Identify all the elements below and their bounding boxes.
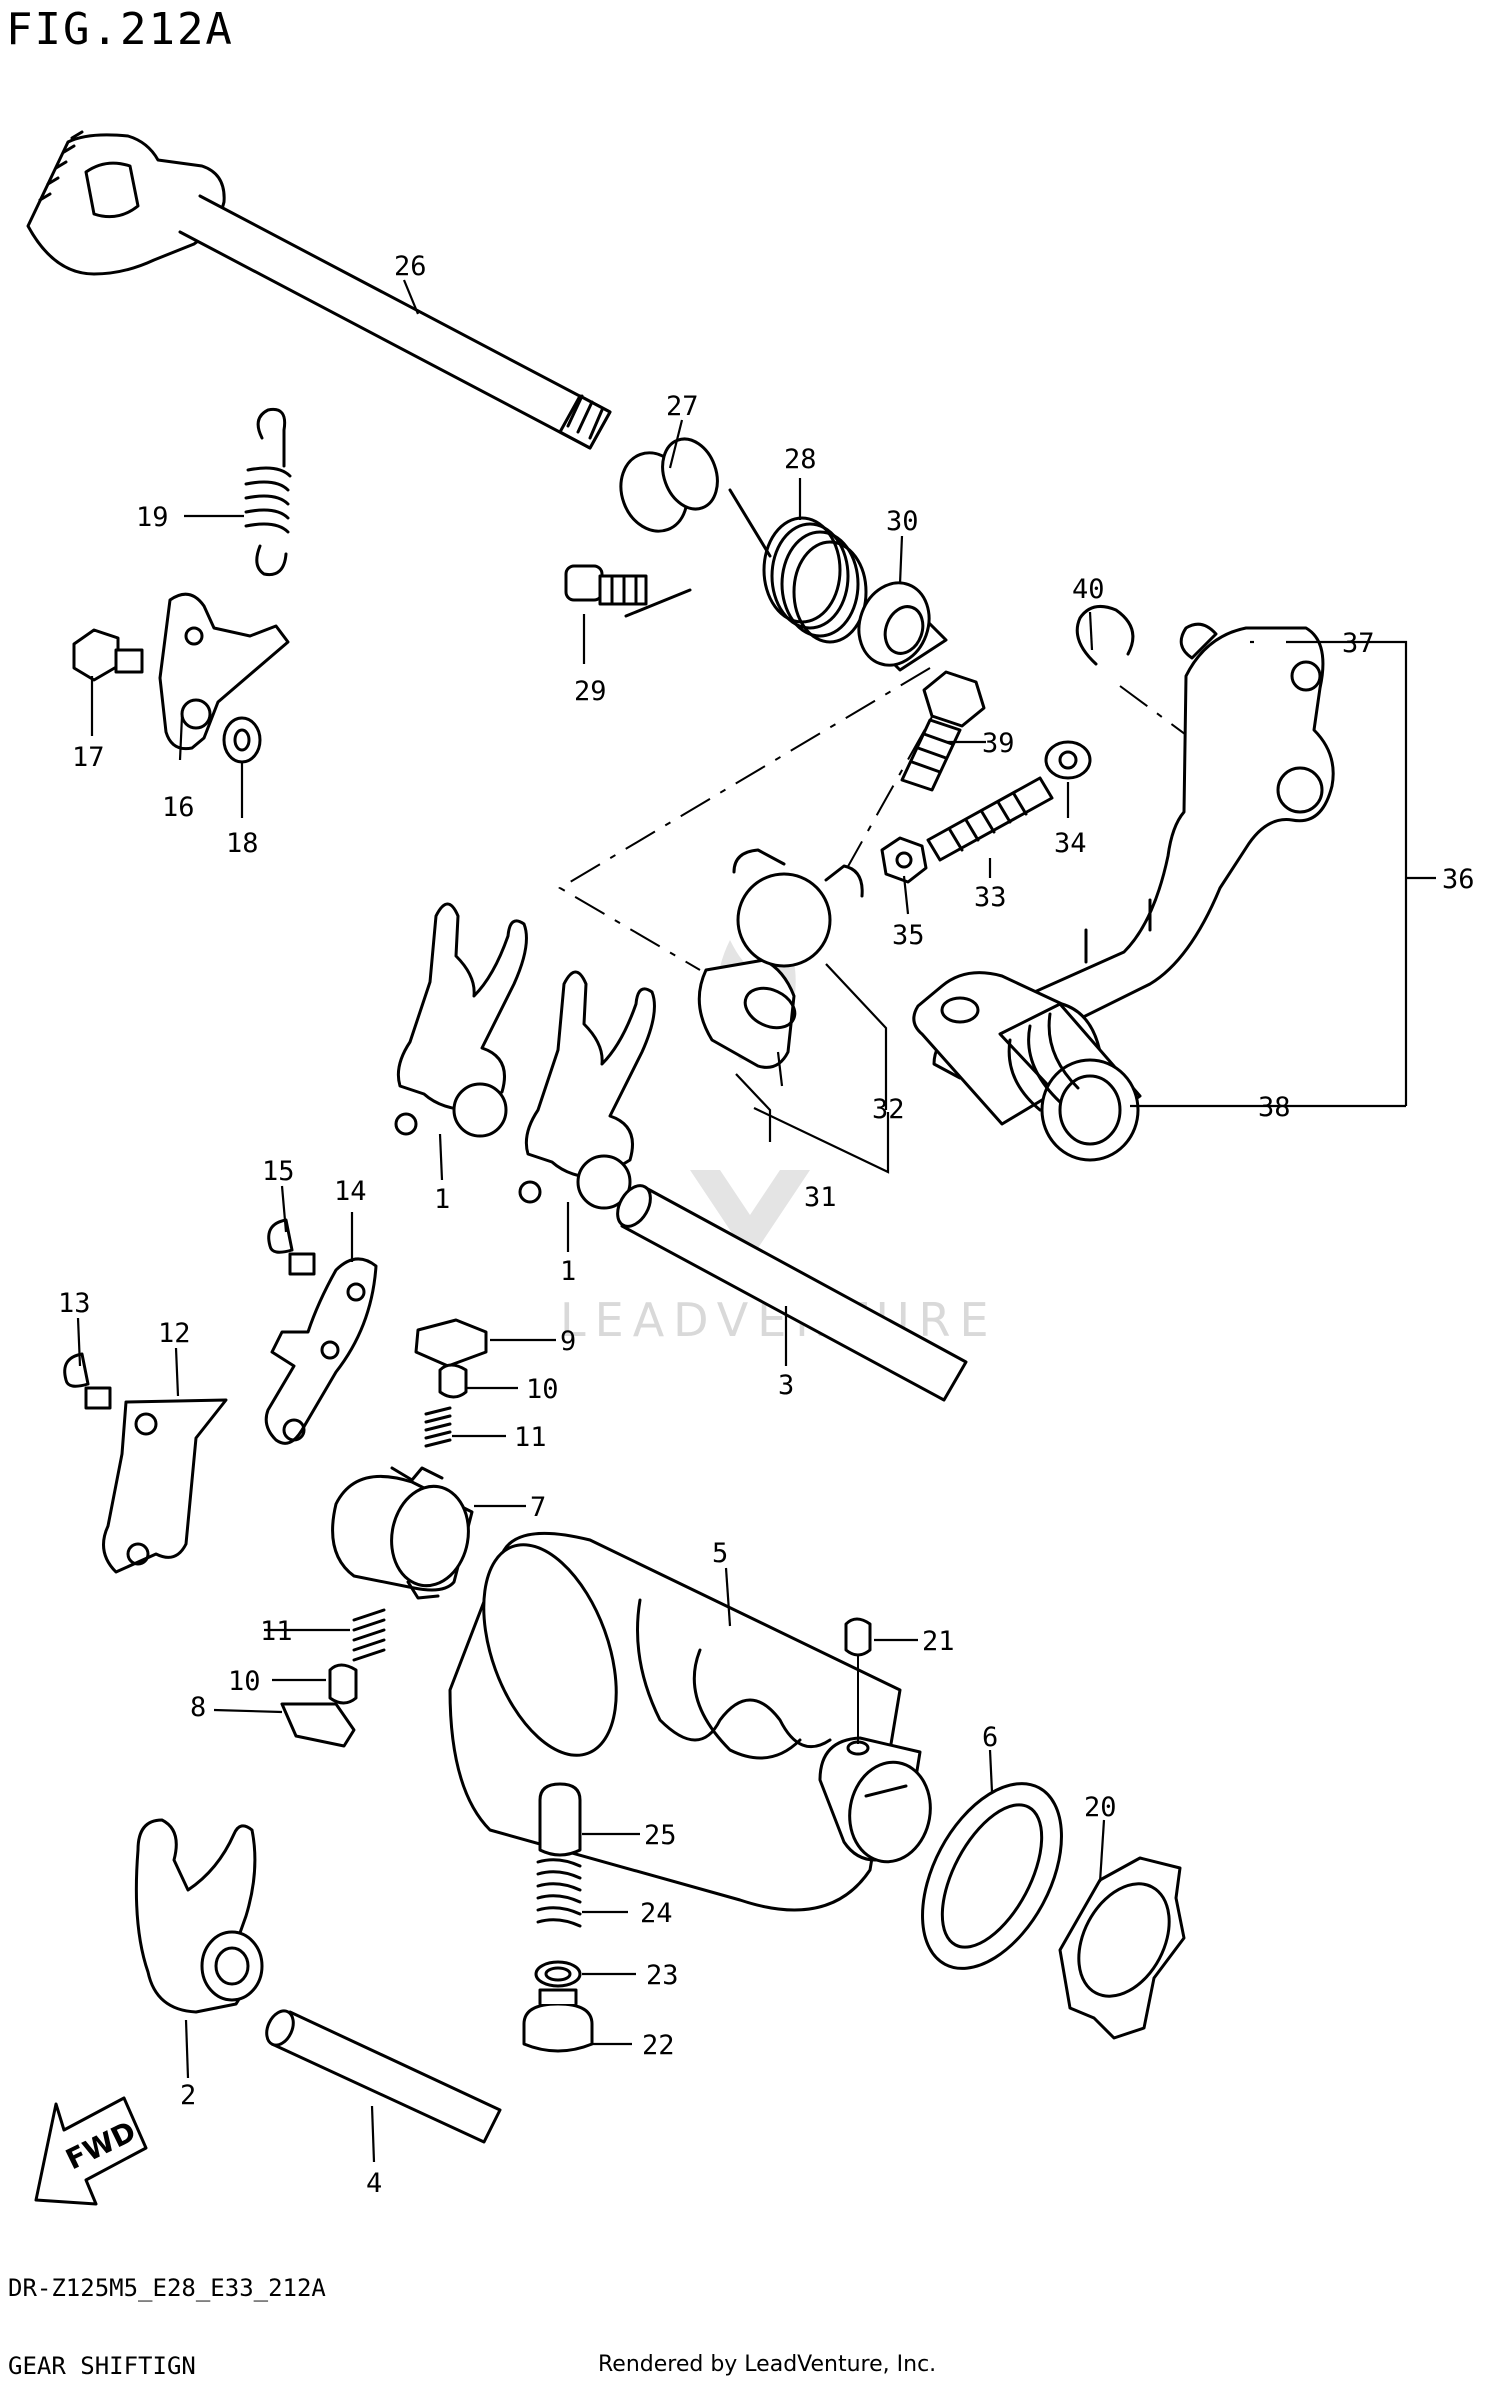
part-13-screw[interactable] [63,1352,112,1410]
part-28-return-spring[interactable] [624,488,868,644]
figure-title: FIG.212A [6,4,234,55]
callout-26: 26 [394,251,427,282]
callout-1a: 1 [434,1184,450,1215]
callout-31: 31 [804,1182,837,1213]
callout-13: 13 [58,1288,91,1319]
part-10-pin-upper[interactable] [438,1363,468,1399]
callout-18: 18 [226,828,259,859]
callout-29: 29 [574,676,607,707]
callout-20: 20 [1084,1792,1117,1823]
callout-30: 30 [886,506,919,537]
part-31-arm[interactable] [697,958,801,1069]
callout-35: 35 [892,920,925,951]
part-26-gearshift-shaft[interactable] [26,130,612,450]
part-11-spring-upper[interactable] [424,1406,452,1448]
part-32-ball-joint[interactable] [732,848,864,968]
callout-22: 22 [642,2030,675,2061]
part-24-spring[interactable] [536,1858,582,1928]
callout-1b: 1 [560,1256,576,1287]
part-20-cam-plate[interactable] [1058,1856,1187,2040]
callout-11b: 11 [260,1616,293,1647]
callout-39: 39 [982,728,1015,759]
part-4-fork-shaft[interactable] [262,2007,502,2144]
part-39-bolt[interactable] [900,670,986,792]
callout-12: 12 [158,1318,191,1349]
callout-17: 17 [72,742,105,773]
fwd-arrow: FWD [34,2096,148,2206]
part-16-plate[interactable] [158,592,290,751]
part-12-bracket[interactable] [102,1398,228,1574]
callout-40: 40 [1072,574,1105,605]
callout-6: 6 [982,1722,998,1753]
part-3-fork-shaft[interactable] [611,1180,968,1402]
part-1-shift-fork-lower[interactable] [518,970,656,1210]
part-6-washer[interactable] [894,1760,1090,1991]
part-10-pin-lower[interactable] [328,1663,358,1705]
part-30-bushing[interactable] [848,573,948,675]
callout-23: 23 [646,1960,679,1991]
callout-11a: 11 [514,1422,547,1453]
part-2-shift-fork[interactable] [134,1818,264,2014]
callout-8: 8 [190,1692,206,1723]
part-23-washer[interactable] [534,1960,582,1988]
part-35-nut[interactable] [880,836,928,884]
callout-4: 4 [366,2168,382,2199]
part-27-bushing[interactable] [610,431,726,540]
part-36-gearshift-lever[interactable] [932,622,1335,1080]
part-7-cam[interactable] [331,1466,477,1600]
callout-5: 5 [712,1538,728,1569]
part-8-pin[interactable] [280,1702,356,1748]
callout-16: 16 [162,792,195,823]
callout-33: 33 [974,882,1007,913]
part-5-gearshift-cam[interactable] [448,1527,938,1912]
section-name: GEAR SHIFTIGN [8,2352,196,2380]
rendered-by-credit: Rendered by LeadVenture, Inc. [598,2352,937,2377]
callout-14: 14 [334,1176,367,1207]
part-29-bolt[interactable] [564,564,648,606]
callout-10a: 10 [526,1374,559,1405]
part-18-washer[interactable] [222,716,262,764]
part-34-nut[interactable] [1044,740,1092,780]
callout-labels: 26 27 28 30 19 29 17 16 18 40 37 36 38 3… [58,251,1475,2199]
callout-3: 3 [778,1370,794,1401]
callout-15: 15 [262,1156,295,1187]
part-17-bolt[interactable] [72,628,144,682]
leader-lines [76,279,1436,2163]
callout-19: 19 [136,502,169,533]
callout-37: 37 [1342,628,1375,659]
part-1-shift-fork-upper[interactable] [394,902,528,1138]
callout-38: 38 [1258,1092,1291,1123]
part-25-stopper[interactable] [538,1782,582,1857]
callout-34: 34 [1054,828,1087,859]
part-11-spring-lower[interactable] [352,1608,386,1662]
part-38-lever-rubber[interactable] [912,971,1142,1162]
part-9-pin[interactable] [414,1318,488,1368]
part-14-stopper-plate[interactable] [264,1257,378,1445]
part-22-plug[interactable] [522,1988,594,2053]
part-15-screw[interactable] [267,1218,316,1276]
callout-25: 25 [644,1820,677,1851]
callout-36: 36 [1442,864,1475,895]
callout-27: 27 [666,391,699,422]
part-40-circlip[interactable] [1075,604,1135,666]
callout-32: 32 [872,1094,905,1125]
callout-7: 7 [530,1492,546,1523]
callout-21: 21 [922,1626,955,1657]
callout-9: 9 [560,1326,576,1357]
callout-2: 2 [180,2080,196,2111]
model-code: DR-Z125M5_E28_E33_212A [8,2274,326,2302]
callout-10b: 10 [228,1666,261,1697]
part-19-spring[interactable] [244,407,292,577]
part-21-pin[interactable] [844,1617,872,1756]
callout-24: 24 [640,1898,673,1929]
part-33-tie-rod[interactable] [926,776,1054,862]
assembly-dashed-lines [558,667,1221,971]
callout-28: 28 [784,444,817,475]
